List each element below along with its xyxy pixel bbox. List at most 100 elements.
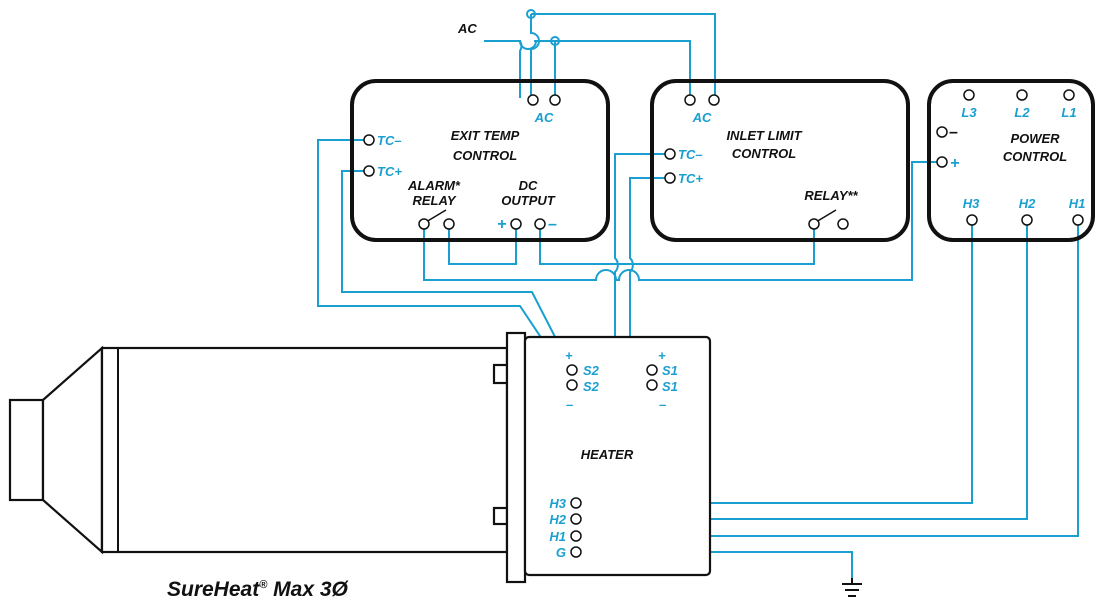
ac-source-label: AC bbox=[457, 21, 477, 36]
heater-s2-bottom-terminal[interactable] bbox=[566, 379, 578, 391]
heater-clip-bottom bbox=[492, 506, 509, 526]
inlet-relay-label: RELAY** bbox=[804, 188, 858, 203]
power-plus-terminal[interactable] bbox=[936, 156, 948, 168]
exit-title-line2: CONTROL bbox=[453, 148, 517, 163]
ac-feed-a bbox=[531, 13, 716, 98]
heater-h1-terminal[interactable] bbox=[570, 530, 582, 542]
power-h2-terminal[interactable] bbox=[1021, 214, 1033, 226]
heater-flange bbox=[505, 331, 527, 584]
inlet-tc-plus-wire bbox=[629, 177, 668, 371]
heater-g-label: G bbox=[556, 545, 566, 560]
heater-s2-plus-sign: + bbox=[565, 348, 573, 363]
power-l1-label: L1 bbox=[1061, 105, 1076, 120]
alarm-dc-jumper bbox=[448, 224, 517, 265]
exit-temp-control: EXIT TEMP CONTROL AC TC– TC+ ALARM* RELA… bbox=[350, 79, 610, 242]
registered-mark: ® bbox=[259, 579, 268, 591]
power-h1-terminal[interactable] bbox=[1072, 214, 1084, 226]
power-h3-terminal[interactable] bbox=[966, 214, 978, 226]
relay-switch-icon bbox=[425, 209, 447, 223]
h2-wire bbox=[578, 220, 1028, 520]
product-model: Max 3Ø bbox=[267, 578, 348, 601]
power-h1-label: H1 bbox=[1069, 196, 1086, 211]
inlet-ac-terminal-2[interactable] bbox=[708, 94, 720, 106]
power-l2-label: L2 bbox=[1014, 105, 1030, 120]
exit-ac-label: AC bbox=[534, 110, 554, 125]
inlet-ac-label: AC bbox=[692, 110, 712, 125]
inlet-tc-minus-label: TC– bbox=[678, 147, 703, 162]
ac-line-2 bbox=[484, 40, 537, 50]
power-l1-terminal[interactable] bbox=[1063, 89, 1075, 101]
heater-s1-top-terminal[interactable] bbox=[646, 364, 658, 376]
power-h2-label: H2 bbox=[1019, 196, 1036, 211]
heater-h2-label: H2 bbox=[549, 512, 566, 527]
exit-tc-plus-terminal[interactable] bbox=[363, 165, 375, 177]
inlet-title-line1: INLET LIMIT bbox=[726, 128, 802, 143]
heater-s2-top-terminal[interactable] bbox=[566, 364, 578, 376]
alarm-label-line2: RELAY bbox=[412, 193, 456, 208]
inlet-ac-terminal-1[interactable] bbox=[684, 94, 696, 106]
power-control: POWER CONTROL L3 L2 L1 – + H3 H2 H1 bbox=[927, 79, 1095, 242]
inlet-title-line2: CONTROL bbox=[732, 146, 796, 161]
alarm-to-power-wire bbox=[423, 161, 938, 281]
power-title-line2: CONTROL bbox=[1003, 149, 1067, 164]
heater-label: HEATER bbox=[581, 447, 634, 462]
dc-label-line1: DC bbox=[519, 178, 538, 193]
power-l2-terminal[interactable] bbox=[1016, 89, 1028, 101]
ac-junction-2 bbox=[550, 36, 560, 46]
product-name: SureHeat bbox=[167, 578, 260, 601]
exit-title-line1: EXIT TEMP bbox=[451, 128, 520, 143]
inlet-tc-plus-label: TC+ bbox=[678, 171, 703, 186]
heater-s1-top-label: S1 bbox=[662, 363, 678, 378]
exit-tc-minus-wire bbox=[317, 139, 573, 385]
heater-s2-top-label: S2 bbox=[583, 363, 600, 378]
alarm-label-line1: ALARM* bbox=[407, 178, 461, 193]
power-minus-label: – bbox=[949, 124, 958, 141]
power-minus-terminal[interactable] bbox=[936, 126, 948, 138]
heater-g-terminal[interactable] bbox=[570, 546, 582, 558]
inlet-limit-control: INLET LIMIT CONTROL AC TC– TC+ RELAY** bbox=[650, 79, 910, 242]
alarm-relay-terminal-2[interactable] bbox=[443, 218, 455, 230]
exit-tc-minus-terminal[interactable] bbox=[363, 134, 375, 146]
ac-feed-b bbox=[555, 40, 691, 98]
power-title-line1: POWER bbox=[1010, 131, 1060, 146]
heater-h3-label: H3 bbox=[549, 496, 566, 511]
power-l3-terminal[interactable] bbox=[963, 89, 975, 101]
heater-s2-bottom-label: S2 bbox=[583, 379, 600, 394]
heater-s2-minus-sign: – bbox=[566, 397, 573, 412]
inlet-relay-terminal-1[interactable] bbox=[808, 218, 820, 230]
inlet-relay-terminal-2[interactable] bbox=[837, 218, 849, 230]
heater-body bbox=[100, 346, 509, 554]
heater-h2-terminal[interactable] bbox=[570, 513, 582, 525]
ground-icon bbox=[842, 578, 862, 597]
relay-switch-icon bbox=[815, 209, 837, 223]
power-plus-label: + bbox=[950, 155, 959, 172]
ac-junction-1 bbox=[526, 9, 536, 19]
heater-nozzle-tip bbox=[8, 398, 45, 502]
heater-s1-plus-sign: + bbox=[658, 348, 666, 363]
dc-minus-to-relay-wire bbox=[539, 224, 815, 265]
dc-plus-label: + bbox=[497, 216, 506, 233]
exit-ac-terminal-1[interactable] bbox=[527, 94, 539, 106]
heater-clip-top bbox=[492, 363, 509, 385]
inlet-tc-plus-terminal[interactable] bbox=[664, 172, 676, 184]
heater-h3-terminal[interactable] bbox=[570, 497, 582, 509]
dc-label-line2: OUTPUT bbox=[501, 193, 556, 208]
heater-h1-label: H1 bbox=[549, 529, 566, 544]
heater-s1-bottom-terminal[interactable] bbox=[646, 379, 658, 391]
heater-terminal-box bbox=[523, 335, 712, 577]
ac-feed-a-drop bbox=[530, 14, 540, 98]
dc-plus-terminal[interactable] bbox=[510, 218, 522, 230]
ac-line-1 bbox=[484, 40, 556, 98]
h1-wire bbox=[578, 220, 1079, 537]
power-l3-label: L3 bbox=[961, 105, 977, 120]
alarm-relay-terminal-1[interactable] bbox=[418, 218, 430, 230]
product-title: SureHeat® Max 3Ø bbox=[167, 578, 349, 601]
inlet-tc-minus-terminal[interactable] bbox=[664, 148, 676, 160]
exit-ac-terminal-2[interactable] bbox=[549, 94, 561, 106]
heater-s1-bottom-label: S1 bbox=[662, 379, 678, 394]
exit-tc-minus-label: TC– bbox=[377, 133, 402, 148]
dc-minus-label: – bbox=[548, 216, 557, 233]
power-h3-label: H3 bbox=[963, 196, 980, 211]
dc-minus-terminal[interactable] bbox=[534, 218, 546, 230]
